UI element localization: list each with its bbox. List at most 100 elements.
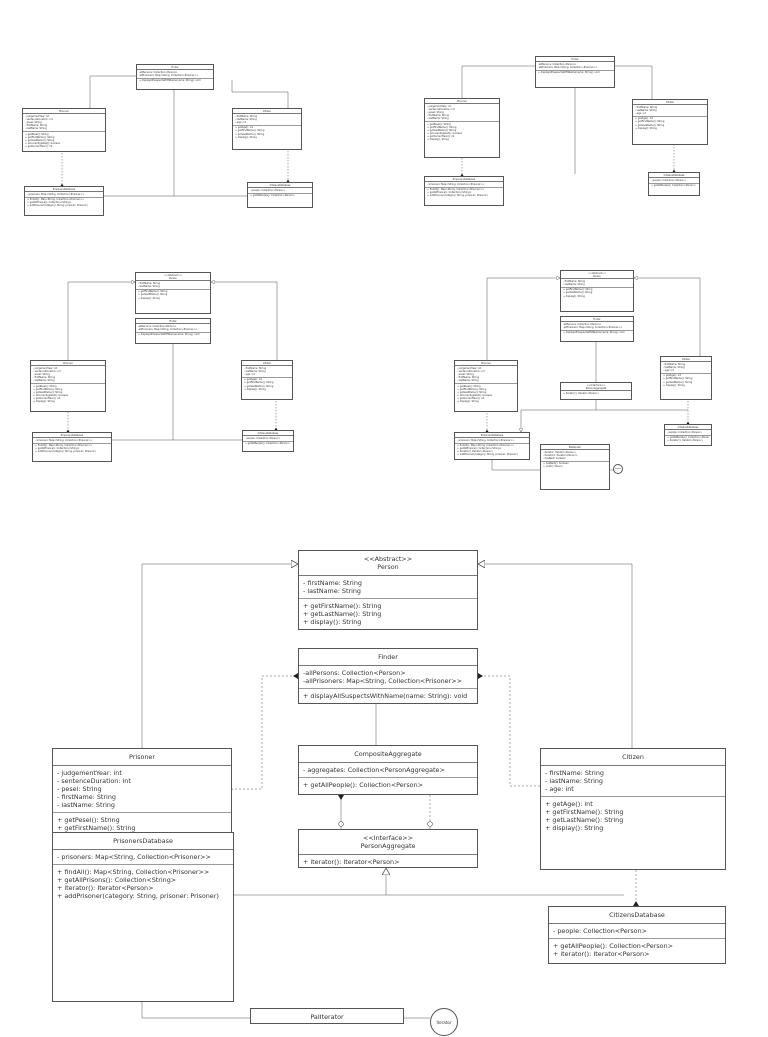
methods-section: + getPesel(): String+ getFirstName(): St…: [23, 132, 105, 149]
class-title: <<Abstract>> Person: [136, 273, 210, 282]
member-line: - lastName: String: [33, 379, 55, 383]
member-line: - sentenceDuration: int: [457, 369, 485, 373]
attributes-section: -allPersons: Collection<Person>-allPriso…: [137, 70, 213, 79]
member-line: + iterator(): Iterator<Person>: [457, 450, 494, 454]
member-line: - people: Collection<Person>: [245, 436, 281, 440]
member-line: - firstName: String: [663, 362, 686, 366]
member-line: + iterator(): Iterator<Person>: [563, 391, 600, 395]
member-line: + getLastName(): String: [427, 128, 457, 132]
class-box-cdb: CitizensDatabase- people: Collection<Per…: [664, 424, 712, 446]
member-line: + display(): String: [235, 135, 257, 139]
class-title: CitizensDatabase: [549, 907, 725, 924]
member-line: - age: int: [235, 121, 246, 125]
member-line: -allPrisoners: Map<String, Collection<Pr…: [303, 677, 462, 685]
member-line: + getLastName(): String: [563, 291, 593, 295]
attributes-section: - firstName: String- lastName: String- a…: [233, 114, 301, 126]
member-line: - people: Collection<Person>: [553, 927, 647, 935]
methods-section: + displayAllSuspectsWithName(name: Strin…: [137, 79, 213, 83]
member-line: + displayAllSuspectsWithName(name: Strin…: [538, 71, 600, 75]
member-line: + getAllPeople(): Collection<Person>: [303, 781, 423, 789]
member-line: - lastName: String: [244, 369, 266, 373]
member-line: + getAge(): int: [244, 378, 262, 382]
attributes-section: -allPersons: Collection<Person>-allPriso…: [536, 62, 614, 71]
methods-section: + getAge(): int+ getFirstName(): String+…: [661, 374, 711, 388]
methods-section: + iterator(): Iterator<Person>: [299, 855, 477, 867]
member-line: + getCurrentYear(): int: [33, 396, 61, 400]
member-line: -allPersons: Collection<Person>: [139, 70, 178, 74]
member-line: - prisoners: Map<String, Collection<Pris…: [457, 438, 515, 442]
class-box-cdb: CitizensDatabase- people: Collection<Per…: [242, 430, 294, 452]
attributes-section: - prisoners: Map<String, Collection<Pris…: [425, 182, 503, 188]
attributes-section: - firstName: String- lastName: String: [299, 576, 477, 599]
attributes-section: - judgementYear: int- sentenceDuration: …: [53, 766, 231, 813]
class-box-cdb: CitizensDatabase- people: Collection<Per…: [648, 172, 700, 196]
class-box-person: <<Abstract>> Person- firstName: String- …: [135, 272, 211, 314]
member-line: + display(): String: [33, 400, 55, 403]
methods-section: + getPesel(): String+ getFirstName(): St…: [31, 384, 105, 404]
attributes-section: - prisoners: Map<String, Collection<Pris…: [33, 438, 111, 444]
member-line: - firstName: String: [244, 366, 267, 370]
methods-section: + iterator(): Iterator<Person>: [561, 391, 631, 395]
member-line: - aggregates: Collection<PersonAggregate…: [303, 766, 445, 774]
member-line: - judgementYear: int: [33, 366, 58, 370]
member-line: - people: Collection<Person>: [667, 430, 703, 434]
class-title: Prisoner: [425, 99, 499, 105]
class-box-finder: Finder-allPersons: Collection<Person>-al…: [560, 316, 634, 342]
member-line: - iterator: Iterator<Person>: [543, 450, 577, 454]
member-line: - firstName: String: [427, 114, 450, 118]
member-line: - firstName: String: [457, 376, 480, 380]
member-line: + getLastName(): String: [33, 390, 63, 394]
member-line: + getAge(): int: [545, 800, 593, 808]
attributes-section: - judgementYear: int- sentenceDuration: …: [455, 366, 517, 384]
methods-section: + getPesel(): String+ getFirstName(): St…: [425, 122, 499, 142]
member-line: - judgementYear: int: [457, 366, 482, 370]
member-line: - firstName: String: [57, 793, 116, 801]
member-line: + isCurrentlyJailed(): boolean: [457, 393, 493, 397]
class-title: PrisonersDatabase: [53, 833, 233, 850]
member-line: + getLastName(): String: [138, 293, 168, 297]
iterator-circle: Iterator: [613, 464, 623, 474]
member-line: + getCurrentYear(): int: [457, 396, 485, 400]
class-box-person: <<Abstract>> Person- firstName: String- …: [560, 270, 634, 312]
member-line: - lastName: String: [138, 285, 160, 289]
member-line: - lastName: String: [563, 283, 585, 287]
class-title: CitizensDatabase: [248, 183, 312, 189]
attributes-section: - firstName: String- lastName: String: [561, 279, 633, 288]
class-title: CompositeAggregate: [299, 746, 477, 763]
attributes-section: - people: Collection<Person>: [248, 188, 312, 194]
member-line: + getAllPeople(): Collection<Person>: [553, 942, 673, 950]
member-line: + getLastName(): String: [635, 123, 665, 127]
member-line: + isCurrentlyJailed(): boolean: [33, 393, 69, 397]
class-box-citizen: Citizen- firstName: String- lastName: St…: [540, 748, 726, 870]
member-line: - firstName: String: [138, 281, 161, 285]
methods-section: + displayAllSuspectsWithName(name: Strin…: [561, 331, 633, 335]
methods-section: + findAll(): Map<String, Collection<Pris…: [53, 865, 233, 903]
member-line: + displayAllSuspectsWithName(name: Strin…: [303, 692, 468, 700]
attributes-section: - prisoners: Map<String, Collection<Pris…: [455, 438, 529, 444]
class-title: Citizen: [233, 109, 301, 115]
member-line: - firstName: String: [545, 769, 604, 777]
member-line: + getFirstName(): String: [33, 387, 63, 391]
methods-section: + getFirstName(): String+ getLastName():…: [561, 288, 633, 298]
member-line: - lastName: String: [663, 365, 685, 369]
member-line: -allPrisoners: Map<String, Collection<Pr…: [139, 73, 199, 77]
member-line: - firstName: String: [303, 579, 362, 587]
methods-section: + getAllPeople(): Collection<Person>+ it…: [549, 939, 725, 961]
class-box-finder: Finder-allPersons: Collection<Person>-al…: [298, 648, 478, 704]
member-line: + displayAllSuspectsWithName(name: Strin…: [563, 331, 625, 335]
attributes-section: - people: Collection<Person>: [549, 924, 725, 939]
member-line: + addPrisoner(category: String, prisoner…: [457, 453, 518, 457]
methods-section: + displayAllSuspectsWithName(name: Strin…: [136, 333, 210, 337]
class-title: Prisoner: [53, 749, 231, 766]
member-line: + addPrisoner(category: String, prisoner…: [57, 892, 219, 900]
member-line: + isCurrentlyJailed(): boolean: [427, 131, 463, 135]
class-title: Citizen: [541, 749, 725, 766]
methods-section: + getAllPeople(): Collection<Person>: [299, 778, 477, 792]
class-box-prisoner: Prisoner- judgementYear: int- sentenceDu…: [22, 108, 106, 152]
member-line: + getLastName(): String: [235, 132, 265, 136]
member-line: - lastName: String: [427, 117, 449, 121]
member-line: + getCurrentYear(): int: [25, 144, 53, 148]
member-line: - prisoners: Map<String, Collection<Pris…: [27, 192, 85, 196]
class-box-prisoner: Prisoner- judgementYear: int- sentenceDu…: [454, 360, 518, 412]
methods-section: + getAge(): int+ getFirstName(): String+…: [633, 117, 707, 131]
